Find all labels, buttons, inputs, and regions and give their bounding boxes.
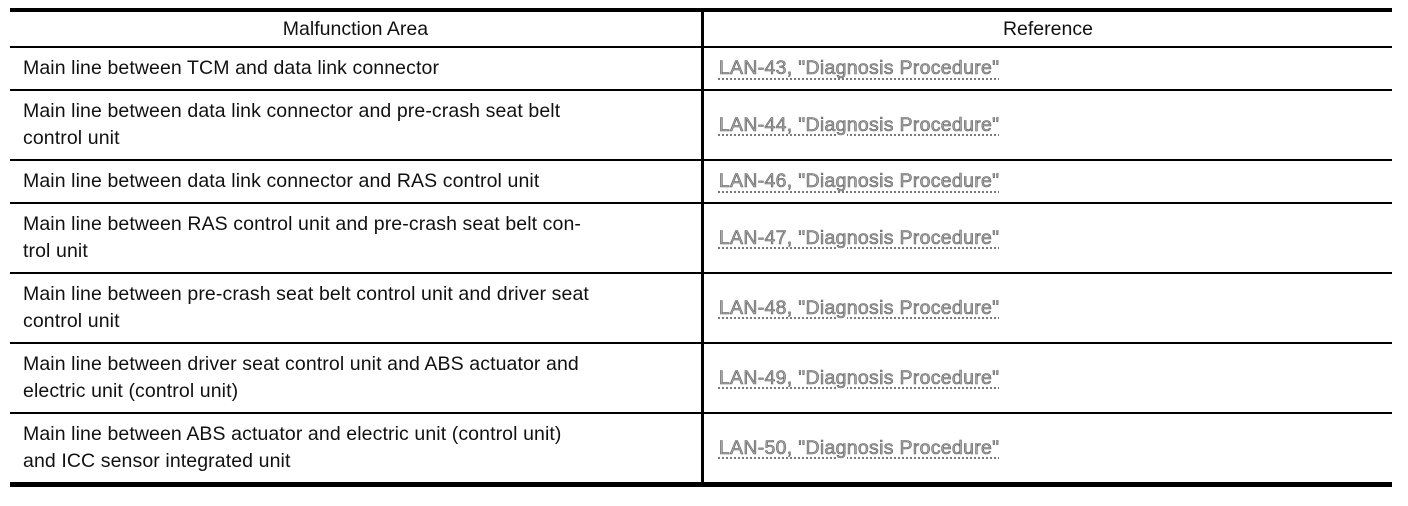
table-row: Main line between data link connector an… — [10, 90, 1392, 161]
malfunction-reference-table: Malfunction Area Reference Main line bet… — [10, 8, 1392, 487]
reference-cell: LAN-48, "Diagnosis Procedure" — [700, 273, 1392, 344]
malfunction-area-cell: Main line between RAS control unit and p… — [10, 203, 703, 274]
table-row: Main line between pre-crash seat belt co… — [10, 273, 1392, 344]
column-header-malfunction-area: Malfunction Area — [10, 10, 703, 48]
reference-link[interactable]: LAN-46, "Diagnosis Procedure" — [718, 170, 1000, 193]
reference-cell: LAN-47, "Diagnosis Procedure" — [700, 203, 1392, 274]
reference-cell: LAN-43, "Diagnosis Procedure" — [700, 47, 1392, 91]
malfunction-area-cell: Main line between ABS actuator and elect… — [10, 413, 703, 486]
reference-link[interactable]: LAN-48, "Diagnosis Procedure" — [718, 296, 1000, 319]
reference-link[interactable]: LAN-47, "Diagnosis Procedure" — [718, 226, 1000, 249]
malfunction-area-cell: Main line between TCM and data link conn… — [10, 47, 703, 91]
reference-link[interactable]: LAN-49, "Diagnosis Procedure" — [718, 366, 1000, 389]
reference-cell: LAN-46, "Diagnosis Procedure" — [700, 160, 1392, 204]
malfunction-area-cell: Main line between data link connector an… — [10, 90, 703, 161]
reference-link[interactable]: LAN-43, "Diagnosis Procedure" — [718, 57, 1000, 80]
malfunction-area-cell: Main line between data link connector an… — [10, 160, 703, 204]
table-row: Main line between ABS actuator and elect… — [10, 413, 1392, 486]
reference-cell: LAN-50, "Diagnosis Procedure" — [700, 413, 1392, 486]
column-header-reference: Reference — [700, 10, 1392, 48]
table-header-row: Malfunction Area Reference — [10, 10, 1392, 48]
table-row: Main line between RAS control unit and p… — [10, 203, 1392, 274]
table-row: Main line between TCM and data link conn… — [10, 47, 1392, 91]
malfunction-area-cell: Main line between driver seat control un… — [10, 343, 703, 414]
reference-cell: LAN-49, "Diagnosis Procedure" — [700, 343, 1392, 414]
table-row: Main line between driver seat control un… — [10, 343, 1392, 414]
table-row: Main line between data link connector an… — [10, 160, 1392, 204]
reference-link[interactable]: LAN-44, "Diagnosis Procedure" — [718, 113, 1000, 136]
reference-link[interactable]: LAN-50, "Diagnosis Procedure" — [718, 436, 1000, 459]
malfunction-area-cell: Main line between pre-crash seat belt co… — [10, 273, 703, 344]
reference-cell: LAN-44, "Diagnosis Procedure" — [700, 90, 1392, 161]
